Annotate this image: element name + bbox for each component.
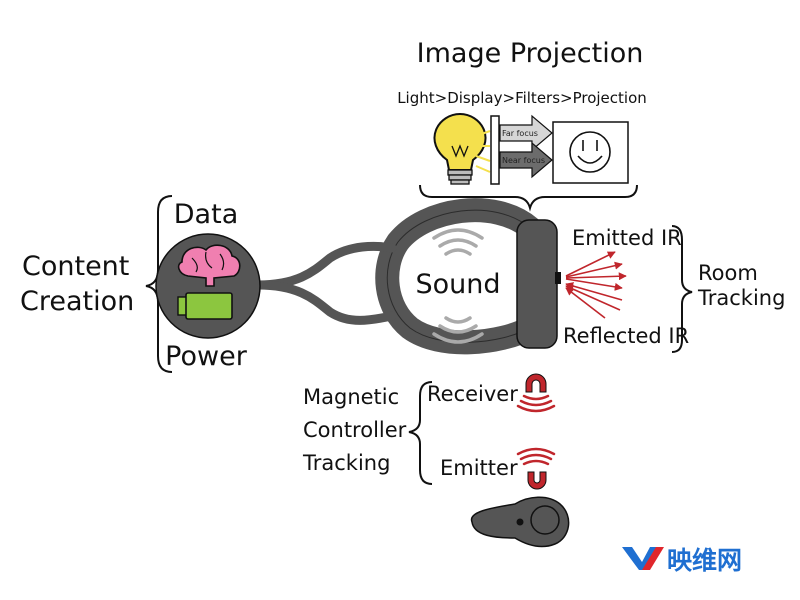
battery-icon bbox=[177, 292, 233, 320]
emitted-ir-arrows bbox=[565, 251, 627, 291]
sound-waves-bottom-icon bbox=[432, 316, 484, 344]
room-tracking-label-1: Room bbox=[698, 261, 758, 285]
headset-strap bbox=[253, 241, 397, 325]
smiley-icon bbox=[569, 131, 611, 173]
reflected-ir-label: Reflected IR bbox=[563, 324, 689, 348]
receiver-label: Receiver bbox=[427, 382, 518, 406]
content-creation-label-1: Content bbox=[22, 251, 129, 282]
brain-icon bbox=[177, 244, 241, 287]
display-plate bbox=[490, 115, 500, 185]
magnetic-brace bbox=[408, 381, 433, 485]
near-focus-arrow bbox=[499, 141, 553, 179]
projection-screen bbox=[552, 121, 629, 184]
content-creation-label-2: Creation bbox=[20, 286, 134, 317]
ir-brace bbox=[671, 225, 693, 353]
sound-label: Sound bbox=[415, 269, 500, 300]
magnetic-label-2: Controller bbox=[303, 418, 407, 442]
power-label: Power bbox=[165, 341, 248, 372]
room-tracking-label-2: Tracking bbox=[697, 286, 785, 310]
data-label: Data bbox=[174, 199, 238, 230]
receiver-magnet-icon bbox=[516, 373, 556, 413]
far-focus-arrow bbox=[499, 114, 553, 152]
yv-logo bbox=[622, 547, 664, 570]
content-brace bbox=[145, 195, 173, 373]
sound-waves-top-icon bbox=[432, 228, 484, 256]
near-focus-label: Near focus bbox=[502, 156, 545, 165]
magnetic-label-3: Tracking bbox=[302, 451, 390, 475]
magnetic-label-1: Magnetic bbox=[303, 385, 399, 409]
light-bulb-icon bbox=[433, 112, 487, 185]
far-focus-label: Far focus bbox=[502, 129, 538, 138]
headset bbox=[375, 198, 561, 355]
light-rays bbox=[475, 130, 491, 173]
emitted-ir-label: Emitted IR bbox=[572, 226, 682, 250]
controller-icon bbox=[470, 496, 570, 548]
emitter-label: Emitter bbox=[440, 456, 518, 480]
image-projection-title: Image Projection bbox=[417, 38, 644, 69]
projection-brace bbox=[419, 184, 638, 212]
watermark-name: 映维网 bbox=[667, 546, 742, 575]
projection-pipeline-label: Light>Display>Filters>Projection bbox=[397, 89, 647, 107]
headset-front-panel bbox=[516, 219, 558, 349]
reflected-ir-arrows bbox=[565, 282, 623, 319]
emitter-magnet-icon bbox=[516, 447, 556, 490]
